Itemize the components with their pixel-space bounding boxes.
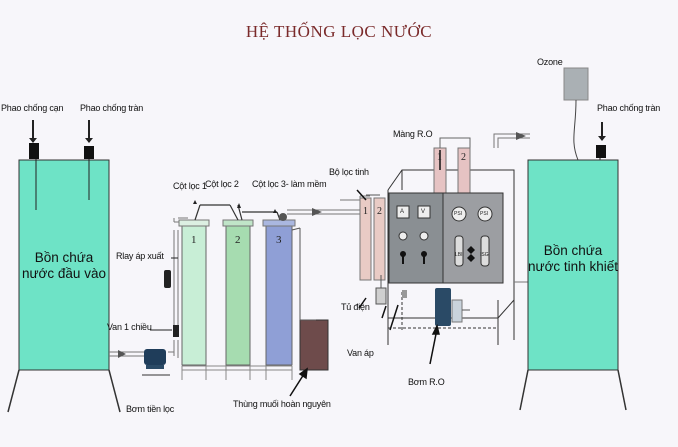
product-pipe [493,132,530,283]
column-2-label: Cột lọc 2 [205,179,239,189]
ro-pump-label: Bơm R.O [408,377,445,387]
overflow-float-label-right: Phao chống tràn [597,103,661,113]
gauge-left-label: PSI [454,211,463,217]
ozone-label: Ozone [537,57,563,67]
fine-filter-number-1: 1 [363,206,368,217]
diagram-title: HỆ THỐNG LỌC NƯỚC [245,22,433,41]
overflow-float-label-left: Phao chống tràn [80,103,144,113]
column-base [181,365,293,380]
pressure-relay-icon [164,257,178,288]
inlet-pipe [109,217,188,358]
ro-membrane-label: Màng R.O [393,129,433,139]
check-valve-label: Van 1 chiều [107,322,152,332]
pressure-relay-label: Rlay áp xuất [116,251,164,261]
ozone-generator [563,67,589,161]
fine-filter-label: Bộ lọc tinh [329,167,369,177]
product-tank [519,159,627,411]
flow-left-label: LBI [455,252,463,258]
membrane-number-2: 2 [461,152,466,163]
column-number-3: 3 [276,234,282,246]
pointer-arrows [289,150,441,397]
filter-column-3 [262,219,296,366]
low-level-float-label: Phao chống cạn [1,103,64,113]
ammeter-label: A [400,209,405,215]
voltmeter-label: V [421,209,426,215]
fine-filter-1 [359,197,372,281]
inlet-tank [7,159,121,413]
inlet-tank-label: Bồn chứa nước đầu vào [22,250,106,281]
prefilter-pump-label: Bơm tiền lọc [126,404,175,414]
product-tank-label: Bồn chứa nước tinh khiết [528,243,618,274]
pressure-valve-label: Van áp [347,348,374,358]
column-arrows [193,200,287,221]
electrical-cabinet-icon [375,275,387,305]
overflow-float-icon-left [84,120,94,200]
column-1-label: Cột lọc 1 [173,181,207,191]
column-number-1: 1 [191,234,197,246]
filter-column-2 [222,219,254,366]
prefilter-pump-icon [142,349,170,376]
filter-column-1 [178,219,210,366]
fine-filter-2 [373,197,386,281]
fine-filter-number-2: 2 [377,206,382,217]
pipe-to-fine-filter [287,195,370,216]
column-number-2: 2 [235,234,241,246]
gauge-right-label: PSI [480,211,489,217]
flow-right-label: ISG [480,252,489,258]
ro-pump-icon [435,288,470,326]
electrical-cabinet-label: Tủ điện [341,302,370,312]
pressure-valve-icon [402,290,407,298]
salt-tank-label: Thùng muối hoàn nguyên [233,399,331,409]
low-level-float-icon [29,120,39,210]
control-panel [388,192,504,284]
membrane-number-1: 1 [437,152,442,163]
salt-tank [291,227,329,371]
column-3-label: Cột lọc 3- làm mềm [252,179,327,189]
check-valve-icon [150,325,179,337]
